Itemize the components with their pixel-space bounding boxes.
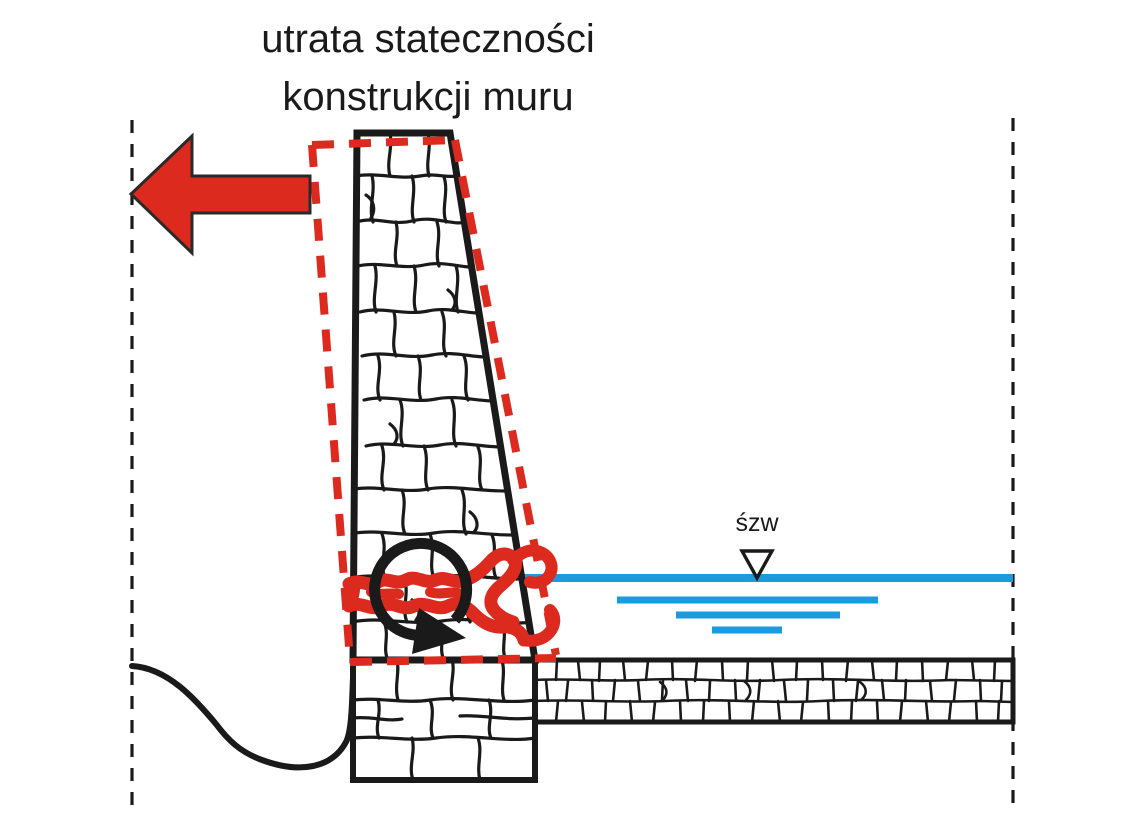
red-dashed-displaced-wall-outline bbox=[308, 136, 560, 666]
water-level-label: śzw bbox=[735, 509, 779, 537]
water-ripple-lines bbox=[617, 596, 878, 634]
water-level-triangle-marker bbox=[739, 549, 775, 582]
red-thrust-arrow-left bbox=[128, 132, 312, 257]
rotation-arrow-circle bbox=[369, 537, 473, 654]
masonry-retaining-wall bbox=[349, 129, 540, 664]
title-line-2: konstrukcji muru bbox=[282, 75, 573, 119]
masonry-foundation-block bbox=[350, 657, 538, 783]
riverbed-stone-apron bbox=[532, 657, 1016, 725]
title-line-1: utrata stateczności bbox=[261, 17, 595, 61]
scour-ground-profile bbox=[129, 663, 356, 771]
